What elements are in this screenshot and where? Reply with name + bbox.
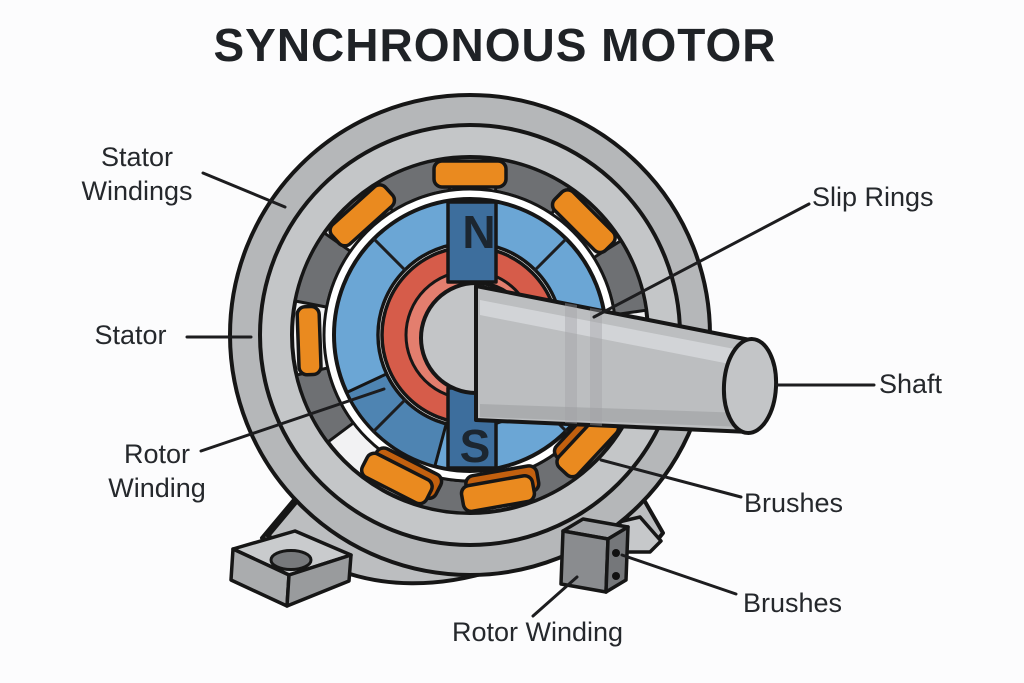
label-rotor-winding-left: Rotor Winding — [108, 439, 206, 503]
stator-winding-block — [328, 183, 397, 248]
brush-box-front — [559, 529, 610, 594]
label-brushes-lower: Brushes — [743, 588, 843, 618]
page-title: SYNCHRONOUS MOTOR — [213, 19, 777, 71]
stator-winding-block — [550, 188, 617, 255]
label-stator: Stator — [94, 320, 167, 350]
stator-winding-block — [432, 159, 508, 189]
label-brushes-upper: Brushes — [744, 488, 844, 518]
leader-lines — [185, 171, 876, 618]
south-pole-label: S — [460, 420, 491, 472]
left-foot-side — [285, 553, 353, 608]
rotor-winding-bottom-leader — [531, 575, 579, 618]
rotor-pole-top — [446, 200, 498, 284]
brush-terminal-dot — [612, 549, 620, 557]
stator-winding-block — [459, 474, 537, 514]
shaft-highlight — [480, 300, 745, 367]
stator-winding-block — [295, 304, 323, 377]
shaft-shadow — [480, 404, 745, 427]
rotor-winding-left-leader — [199, 387, 386, 453]
slip-rings-leader — [592, 202, 811, 319]
label-shaft: Shaft — [879, 369, 943, 399]
shaft-end-cap — [721, 337, 779, 435]
north-pole-label: N — [462, 206, 495, 258]
rotor-pole-cores — [446, 200, 498, 470]
slip-ring-band — [590, 308, 602, 426]
label-stator-windings: Stator Windings — [81, 142, 193, 206]
stator-winding-block — [359, 451, 434, 506]
shaft-assembly — [474, 284, 779, 435]
brush-box — [559, 517, 630, 594]
label-rotor-winding-bottom: Rotor Winding — [452, 617, 624, 647]
brush-terminal-dot — [612, 572, 620, 580]
brushes-upper-leader — [599, 458, 743, 499]
brushes-lower-leader — [620, 553, 738, 596]
label-slip-rings: Slip Rings — [812, 182, 934, 212]
stator-windings-leader — [201, 171, 287, 209]
bolt-hole — [269, 549, 313, 571]
brush-box-side — [604, 525, 630, 594]
slip-ring-band — [565, 303, 577, 424]
